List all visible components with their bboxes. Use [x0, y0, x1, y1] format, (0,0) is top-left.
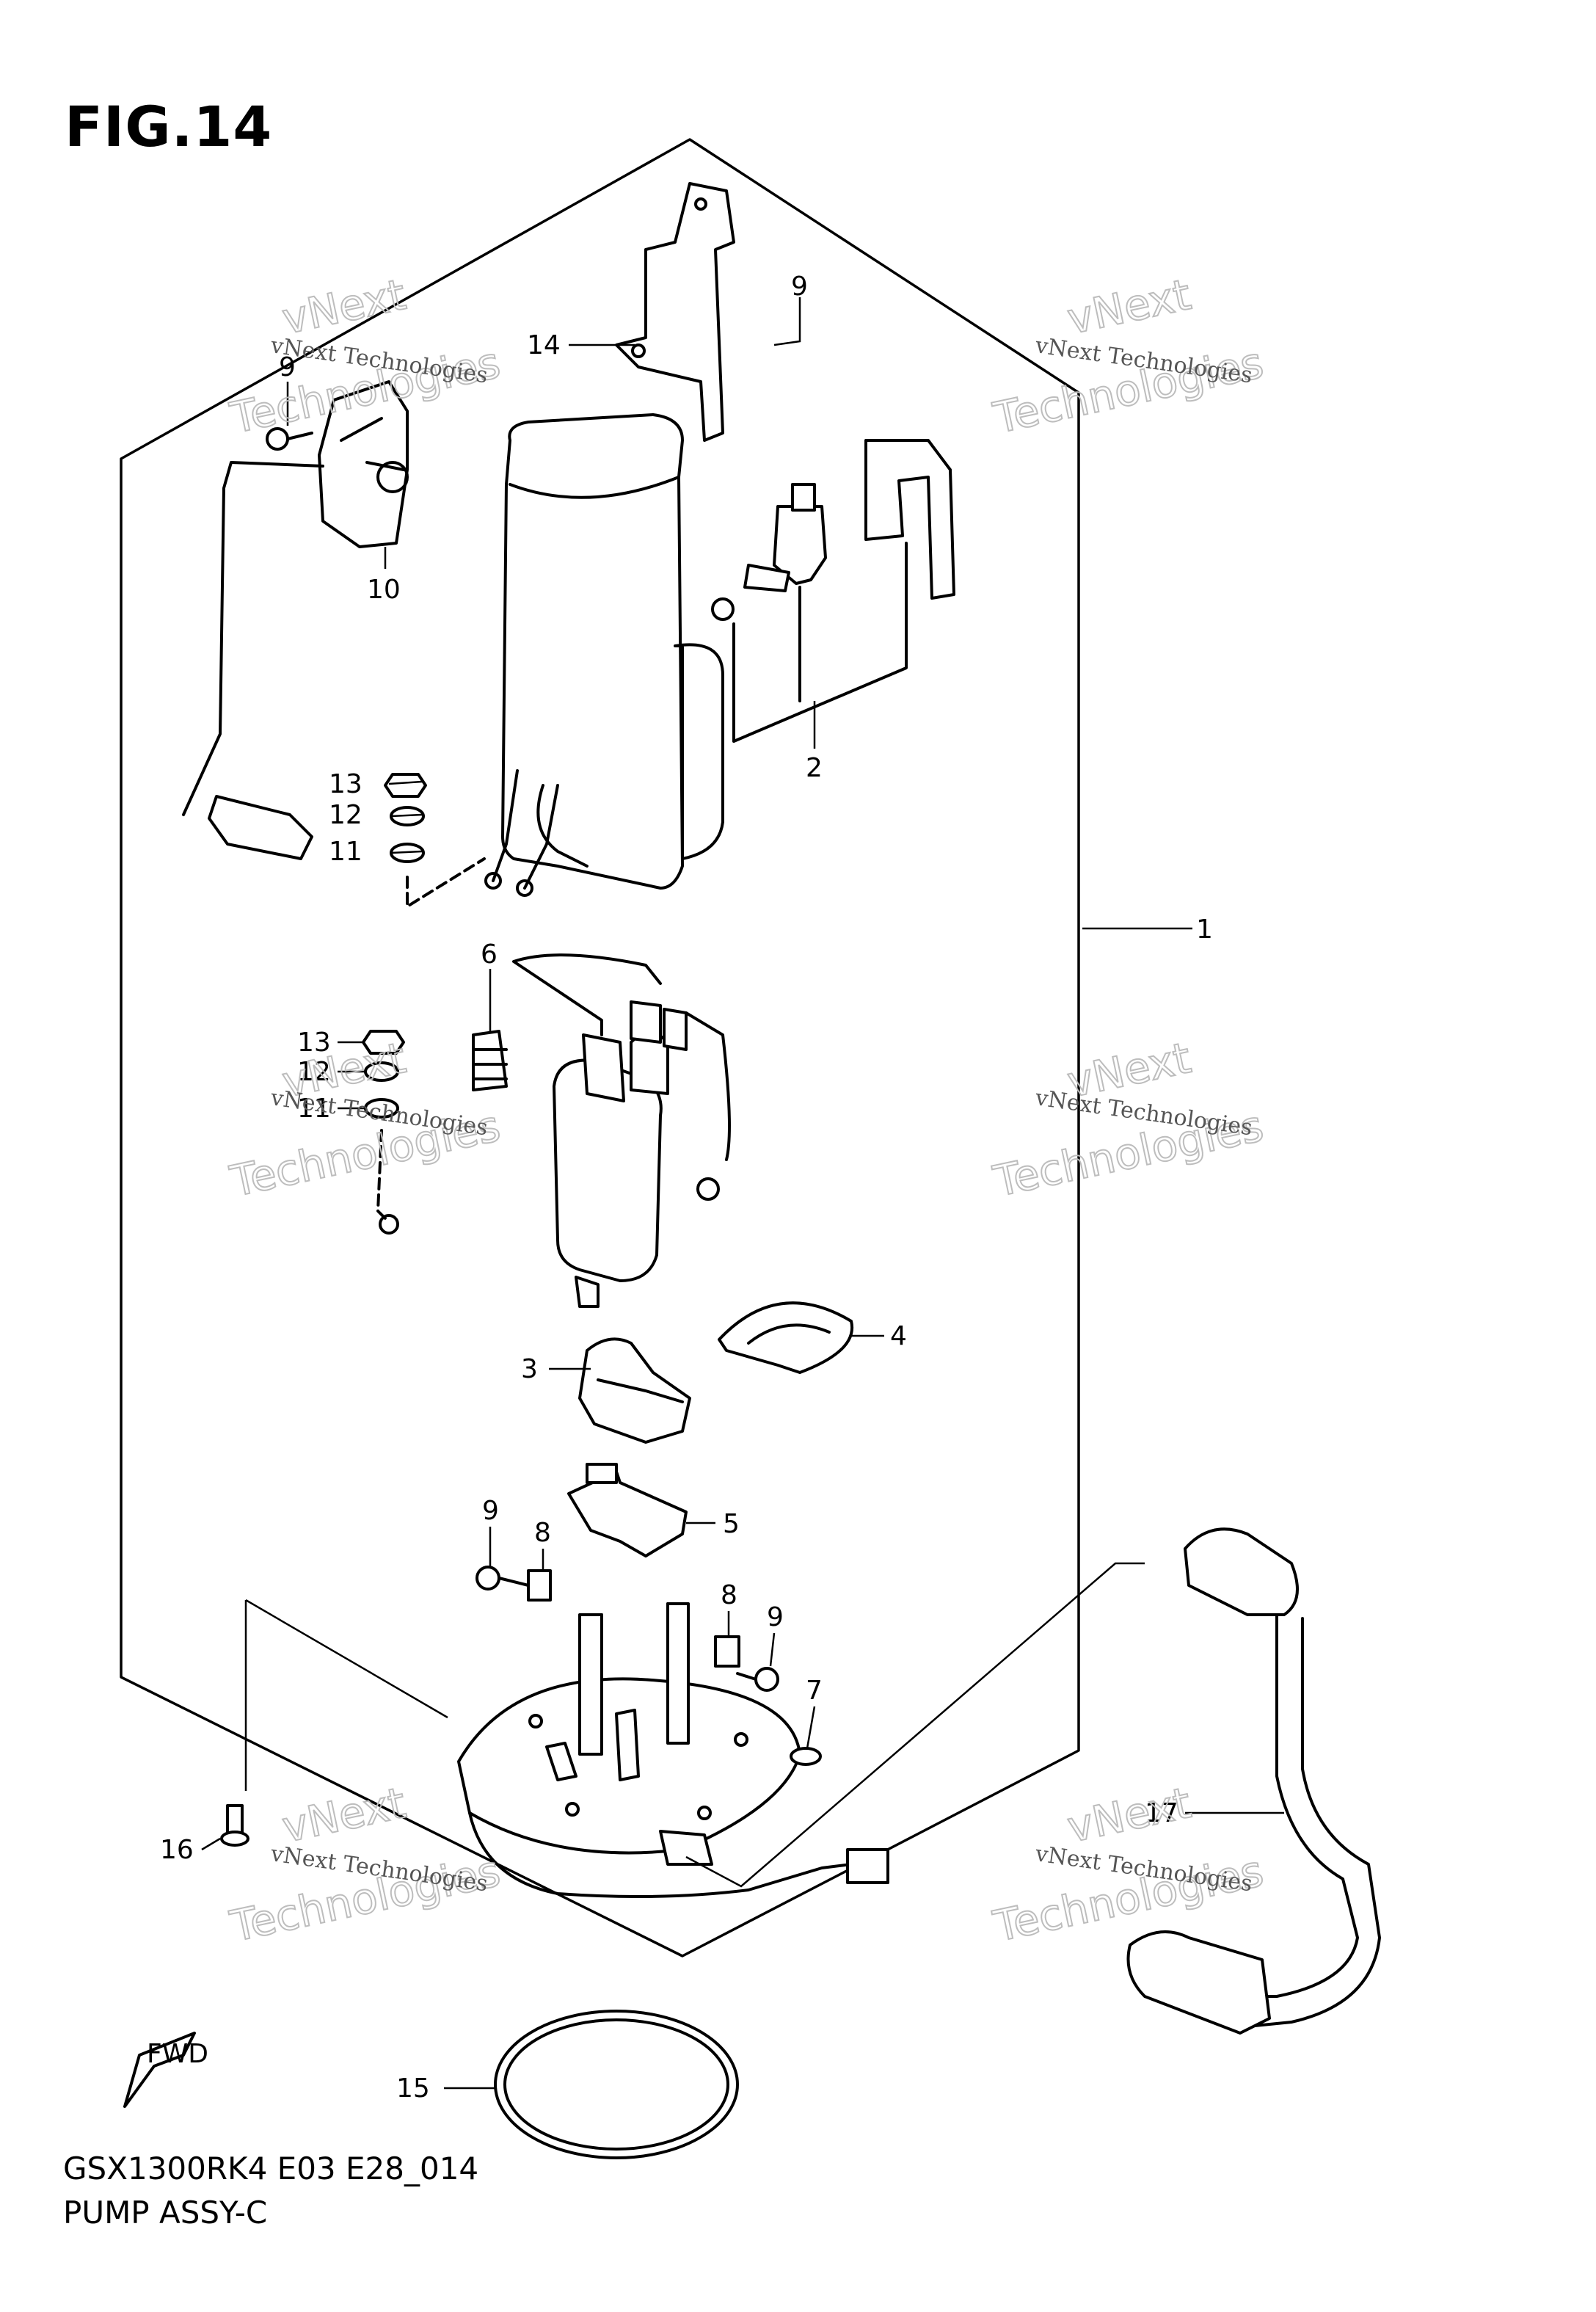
callout-8-right: 8 — [721, 1580, 737, 1610]
fwd-label: FWD — [147, 2039, 208, 2069]
screw-part-left — [475, 1566, 530, 1591]
watermark-middle-left: vNext Technologies vNext Technologies — [225, 1032, 506, 1207]
callout-14: 14 — [527, 330, 561, 360]
watermark-lower-left: vNext Technologies vNext Technologies — [225, 1777, 506, 1952]
nut-washer-set-upper — [384, 773, 486, 908]
nut-washer-set-lower — [362, 1030, 405, 1235]
fuel-hose-part — [1126, 1527, 1381, 2035]
callout-12-upper: 12 — [329, 800, 362, 830]
callout-9-middle-right: 9 — [767, 1602, 784, 1632]
callout-9-top-left: 9 — [279, 352, 296, 382]
pressure-regulator-part — [711, 439, 955, 743]
callout-6: 6 — [481, 939, 498, 970]
callout-labels: 14 9 9 10 2 13 12 11 1 6 13 12 11 4 3 5 … — [160, 272, 1213, 2104]
callout-11-upper: 11 — [329, 837, 362, 867]
watermark-lower-right: vNext Technologies vNext Technologies — [988, 1777, 1269, 1952]
fuel-pump-part — [512, 953, 731, 1308]
fwd-arrow-icon: FWD — [123, 2032, 208, 2108]
pump-base-plate-part — [457, 1602, 889, 1898]
leader-lines — [201, 297, 1284, 2090]
assembly-outline — [120, 138, 1080, 1957]
svg-text:vNext: vNext — [1063, 269, 1195, 344]
model-code: GSX1300RK4 E03 E28_014 — [63, 2151, 479, 2186]
callout-4: 4 — [890, 1321, 907, 1351]
screw-part-right — [736, 1667, 779, 1692]
washer-part — [790, 1747, 822, 1766]
callout-3: 3 — [521, 1354, 538, 1384]
svg-text:vNext: vNext — [1063, 1778, 1195, 1853]
cushion-plate-part-right — [714, 1635, 740, 1668]
callout-13-upper: 13 — [329, 769, 362, 799]
bracket-part — [615, 182, 735, 442]
figure-title: FIG.14 — [65, 94, 273, 159]
cushion-plate-part-left — [527, 1569, 552, 1602]
o-ring-inner-edge — [503, 2018, 729, 2151]
callout-15: 15 — [396, 2073, 430, 2104]
callout-2: 2 — [806, 753, 823, 783]
callout-13-lower: 13 — [297, 1028, 331, 1058]
cushion-part — [472, 1030, 508, 1091]
callout-9-top-right: 9 — [791, 272, 808, 302]
filter-holder-part — [718, 1301, 854, 1374]
callout-11-lower: 11 — [297, 1094, 331, 1124]
callout-10: 10 — [367, 575, 401, 605]
callout-16: 16 — [160, 1835, 194, 1865]
callout-5: 5 — [723, 1509, 740, 1539]
watermark-upper-right: vNext Technologies vNext Technologies — [988, 269, 1269, 444]
callout-1: 1 — [1196, 915, 1213, 945]
fuel-level-gauge-part — [182, 380, 409, 860]
callout-17: 17 — [1145, 1798, 1178, 1828]
stopper-part — [567, 1463, 688, 1557]
screw-part — [266, 427, 313, 451]
strainer-part — [578, 1337, 691, 1444]
bolt-part — [220, 1804, 249, 1847]
callout-7: 7 — [806, 1676, 823, 1706]
callout-9-middle-left: 9 — [482, 1496, 499, 1526]
svg-text:vNext: vNext — [278, 1778, 410, 1853]
callout-8-left: 8 — [534, 1518, 551, 1548]
o-ring-part — [494, 2010, 739, 2159]
watermark-middle-right: vNext Technologies vNext Technologies — [988, 1032, 1269, 1207]
assembly-name: PUMP ASSY-C — [63, 2195, 268, 2231]
callout-12-lower: 12 — [297, 1057, 331, 1087]
pump-case-part — [484, 413, 724, 897]
